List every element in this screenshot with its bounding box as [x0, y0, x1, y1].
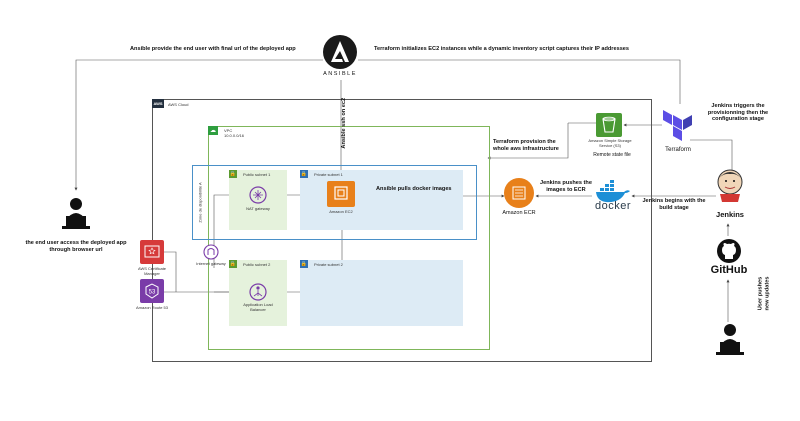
lock-icon: 🔒: [300, 170, 308, 178]
aws-cloud-label: AWS Cloud: [168, 102, 189, 107]
vpc-label: VPC: [224, 128, 233, 133]
vpc-group: [208, 126, 490, 350]
lock-icon: 🔒: [300, 260, 308, 268]
ecr-icon: [504, 178, 534, 208]
vpc-icon: ☁: [208, 126, 218, 135]
vpc-cidr: 10.0.0.0/16: [224, 133, 245, 138]
aws-badge: AWS: [152, 99, 164, 108]
jenkins-logo-icon: [717, 169, 743, 202]
availability-zone-label: Zone de disponibilité A: [197, 182, 203, 223]
s3-label: Amazon Simple Storage Service (S3): [588, 138, 632, 148]
jenkins-wordmark: Jenkins: [716, 210, 744, 219]
ansible-logo: ANSIBLE: [322, 34, 358, 80]
route53-label: Amazon Route 53: [135, 305, 169, 310]
terraform-wordmark: Terraform: [665, 147, 691, 153]
ansible-user-annotation: Ansible provide the end user with final …: [130, 46, 296, 52]
nat-gateway-label: NAT gateway: [246, 206, 270, 211]
certificate-manager-icon: [140, 240, 164, 264]
ansible-logo-icon: [323, 35, 357, 69]
ec2-icon: [327, 181, 355, 207]
public-subnet-2-label: Public subnet 2: [243, 262, 271, 267]
docker-whale-icon: [596, 180, 630, 203]
private-subnet-1-label: Private subnet 1: [314, 172, 343, 177]
user-pushes-annotation: User pushes new updates: [757, 276, 771, 311]
availability-zone-group: [192, 165, 477, 240]
lock-icon: 🔒: [229, 170, 237, 178]
remote-state-label: Remote state file: [593, 152, 631, 158]
aws-cloud-group: [152, 99, 652, 362]
lock-icon: 🔒: [229, 260, 237, 268]
private-subnet-2: [300, 260, 463, 326]
certificate-manager-label: AWS Certificate Manager: [137, 266, 167, 276]
github-wordmark: GitHub: [710, 264, 748, 276]
ansible-ssh-annotation: Ansible ssh on ec2: [340, 97, 347, 149]
jenkins-pushes-annotation: Jenkins pushes the images to ECR: [540, 180, 592, 193]
ansible-pulls-annotation: Ansible pulls docker images: [376, 186, 452, 192]
ec2-label: Amazon EC2: [329, 209, 353, 214]
jenkins-build-annotation: Jenkins begins with the build stage: [642, 198, 706, 211]
end-user-annotation: the end user access the deployed app thr…: [25, 240, 127, 253]
public-subnet-1-label: Public subnet 1: [243, 172, 271, 177]
ecr-label: Amazon ECR: [502, 210, 536, 216]
ansible-wordmark: ANSIBLE: [323, 71, 357, 77]
s3-icon: [596, 113, 622, 137]
laptop-user-icon: [62, 198, 90, 229]
docker-wordmark: docker: [594, 200, 632, 212]
private-subnet-1: [300, 170, 463, 230]
github-logo-icon: [717, 239, 741, 263]
terraform-provision-annotation: Terraform provision the whole aws infras…: [493, 139, 559, 152]
internet-gateway-label: Internet gateway: [196, 261, 226, 266]
jenkins-triggers-annotation: Jenkins triggers the provisionning then …: [707, 103, 769, 122]
load-balancer-icon: [249, 283, 267, 301]
internet-gateway-icon: [203, 244, 219, 260]
private-subnet-2-label: Private subnet 2: [314, 262, 343, 267]
terraform-logo-icon: [663, 110, 692, 141]
route53-icon: 53: [140, 279, 164, 303]
load-balancer-label: Application Load Balancer: [243, 302, 273, 312]
svg-text:53: 53: [149, 290, 156, 296]
nat-gateway-icon: [249, 186, 267, 204]
laptop-user-icon: [716, 324, 744, 355]
terraform-ec2-annotation: Terraform initializes EC2 instances whil…: [374, 46, 630, 52]
